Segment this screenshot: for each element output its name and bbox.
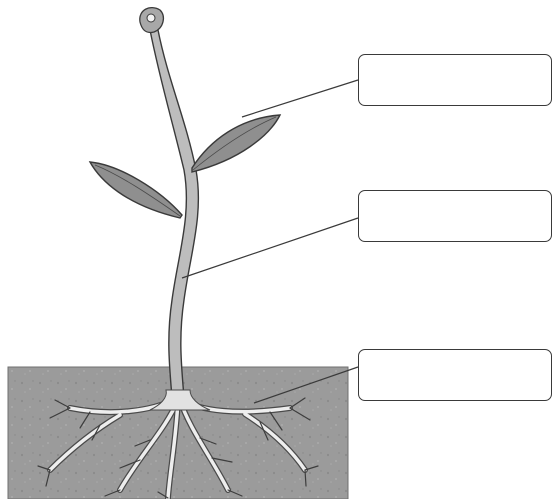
pointer-line-leaf (242, 80, 358, 117)
label-box-stem[interactable] (358, 190, 552, 242)
label-box-leaf[interactable] (358, 54, 552, 106)
label-box-root[interactable] (358, 349, 552, 401)
left-leaf (90, 162, 182, 218)
pointer-line-stem (182, 218, 358, 278)
right-leaf (192, 115, 280, 172)
bud (140, 8, 164, 33)
